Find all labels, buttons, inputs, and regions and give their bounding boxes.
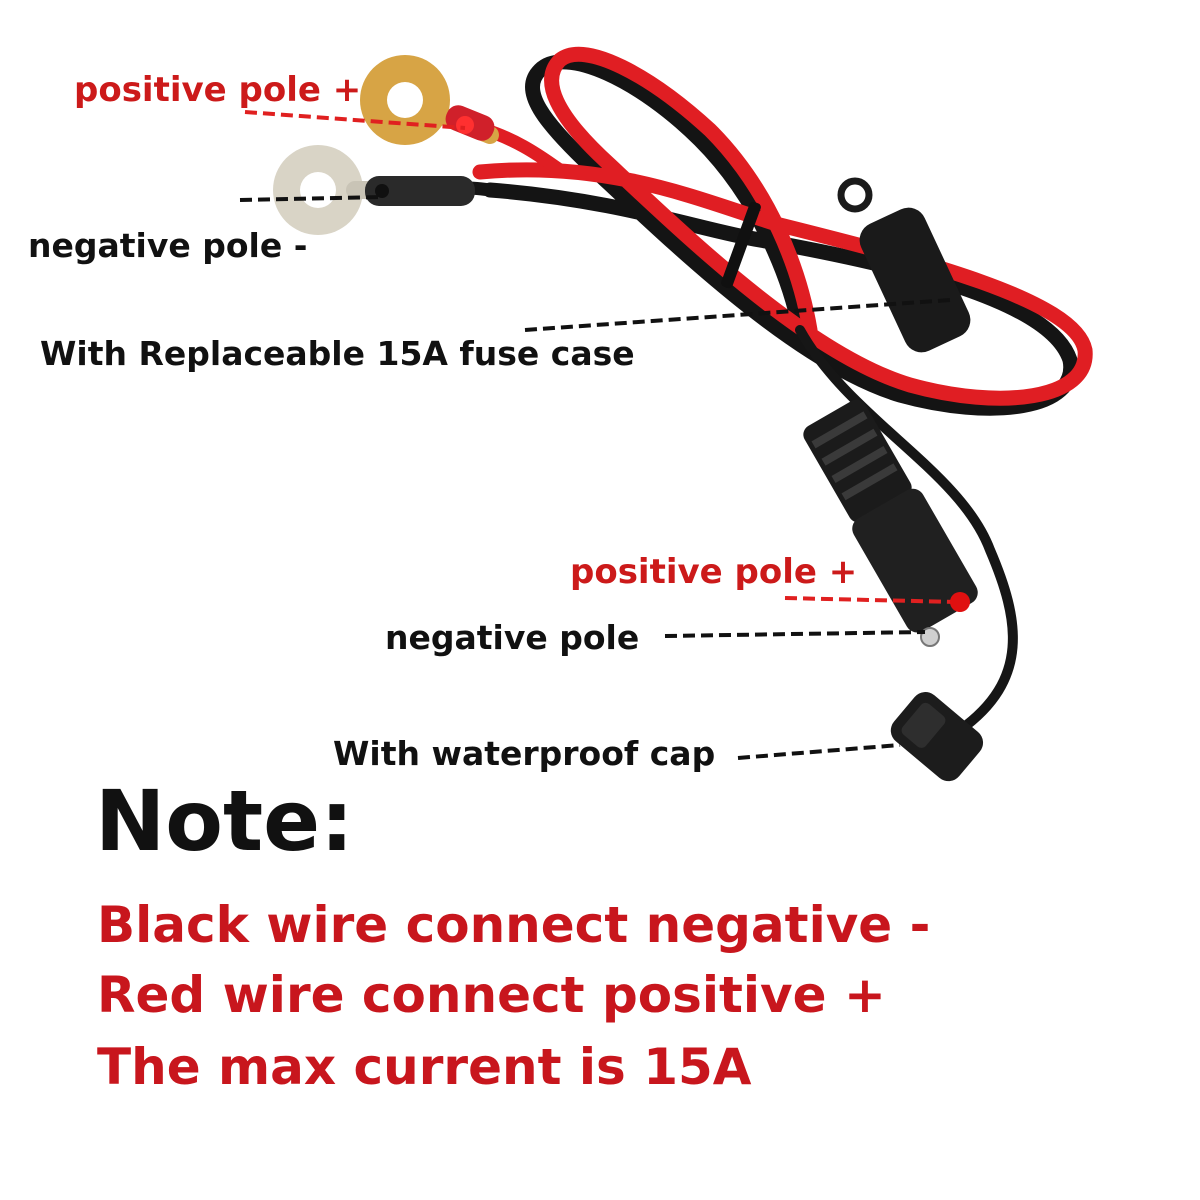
fuse-holder — [859, 207, 971, 353]
label-waterproof-cap: With waterproof cap — [333, 734, 716, 773]
ring-terminal-positive — [360, 55, 499, 145]
fuse-holder-tab — [837, 177, 873, 213]
note-line-max-current: The max current is 15A — [97, 1038, 752, 1096]
ring-terminal-negative — [273, 145, 475, 235]
leader-negative-sae — [664, 630, 926, 638]
cable-tie — [721, 201, 761, 289]
red-wire-loop — [472, 46, 1093, 406]
label-negative-pole-sae: negative pole — [385, 618, 640, 657]
leader-cap — [737, 743, 901, 760]
black-lead — [463, 181, 552, 202]
label-fuse-case: With Replaceable 15A fuse case — [40, 334, 635, 373]
label-positive-pole-sae: positive pole + — [570, 552, 858, 592]
waterproof-cap — [890, 692, 984, 782]
label-positive-pole-top: positive pole + — [74, 70, 362, 110]
note-title: Note: — [95, 772, 354, 870]
marker-positive-sae — [950, 592, 970, 612]
note-line-red-wire: Red wire connect positive + — [97, 966, 886, 1024]
sae-pin-negative — [920, 627, 940, 647]
sae-wire — [795, 325, 1018, 735]
leader-positive-sae — [784, 596, 959, 604]
leader-negative-top — [239, 195, 383, 202]
leader-positive-top — [244, 110, 466, 130]
label-negative-pole-top: negative pole - — [28, 226, 308, 265]
sae-connector — [803, 399, 978, 633]
note-line-black-wire: Black wire connect negative - — [97, 896, 931, 954]
